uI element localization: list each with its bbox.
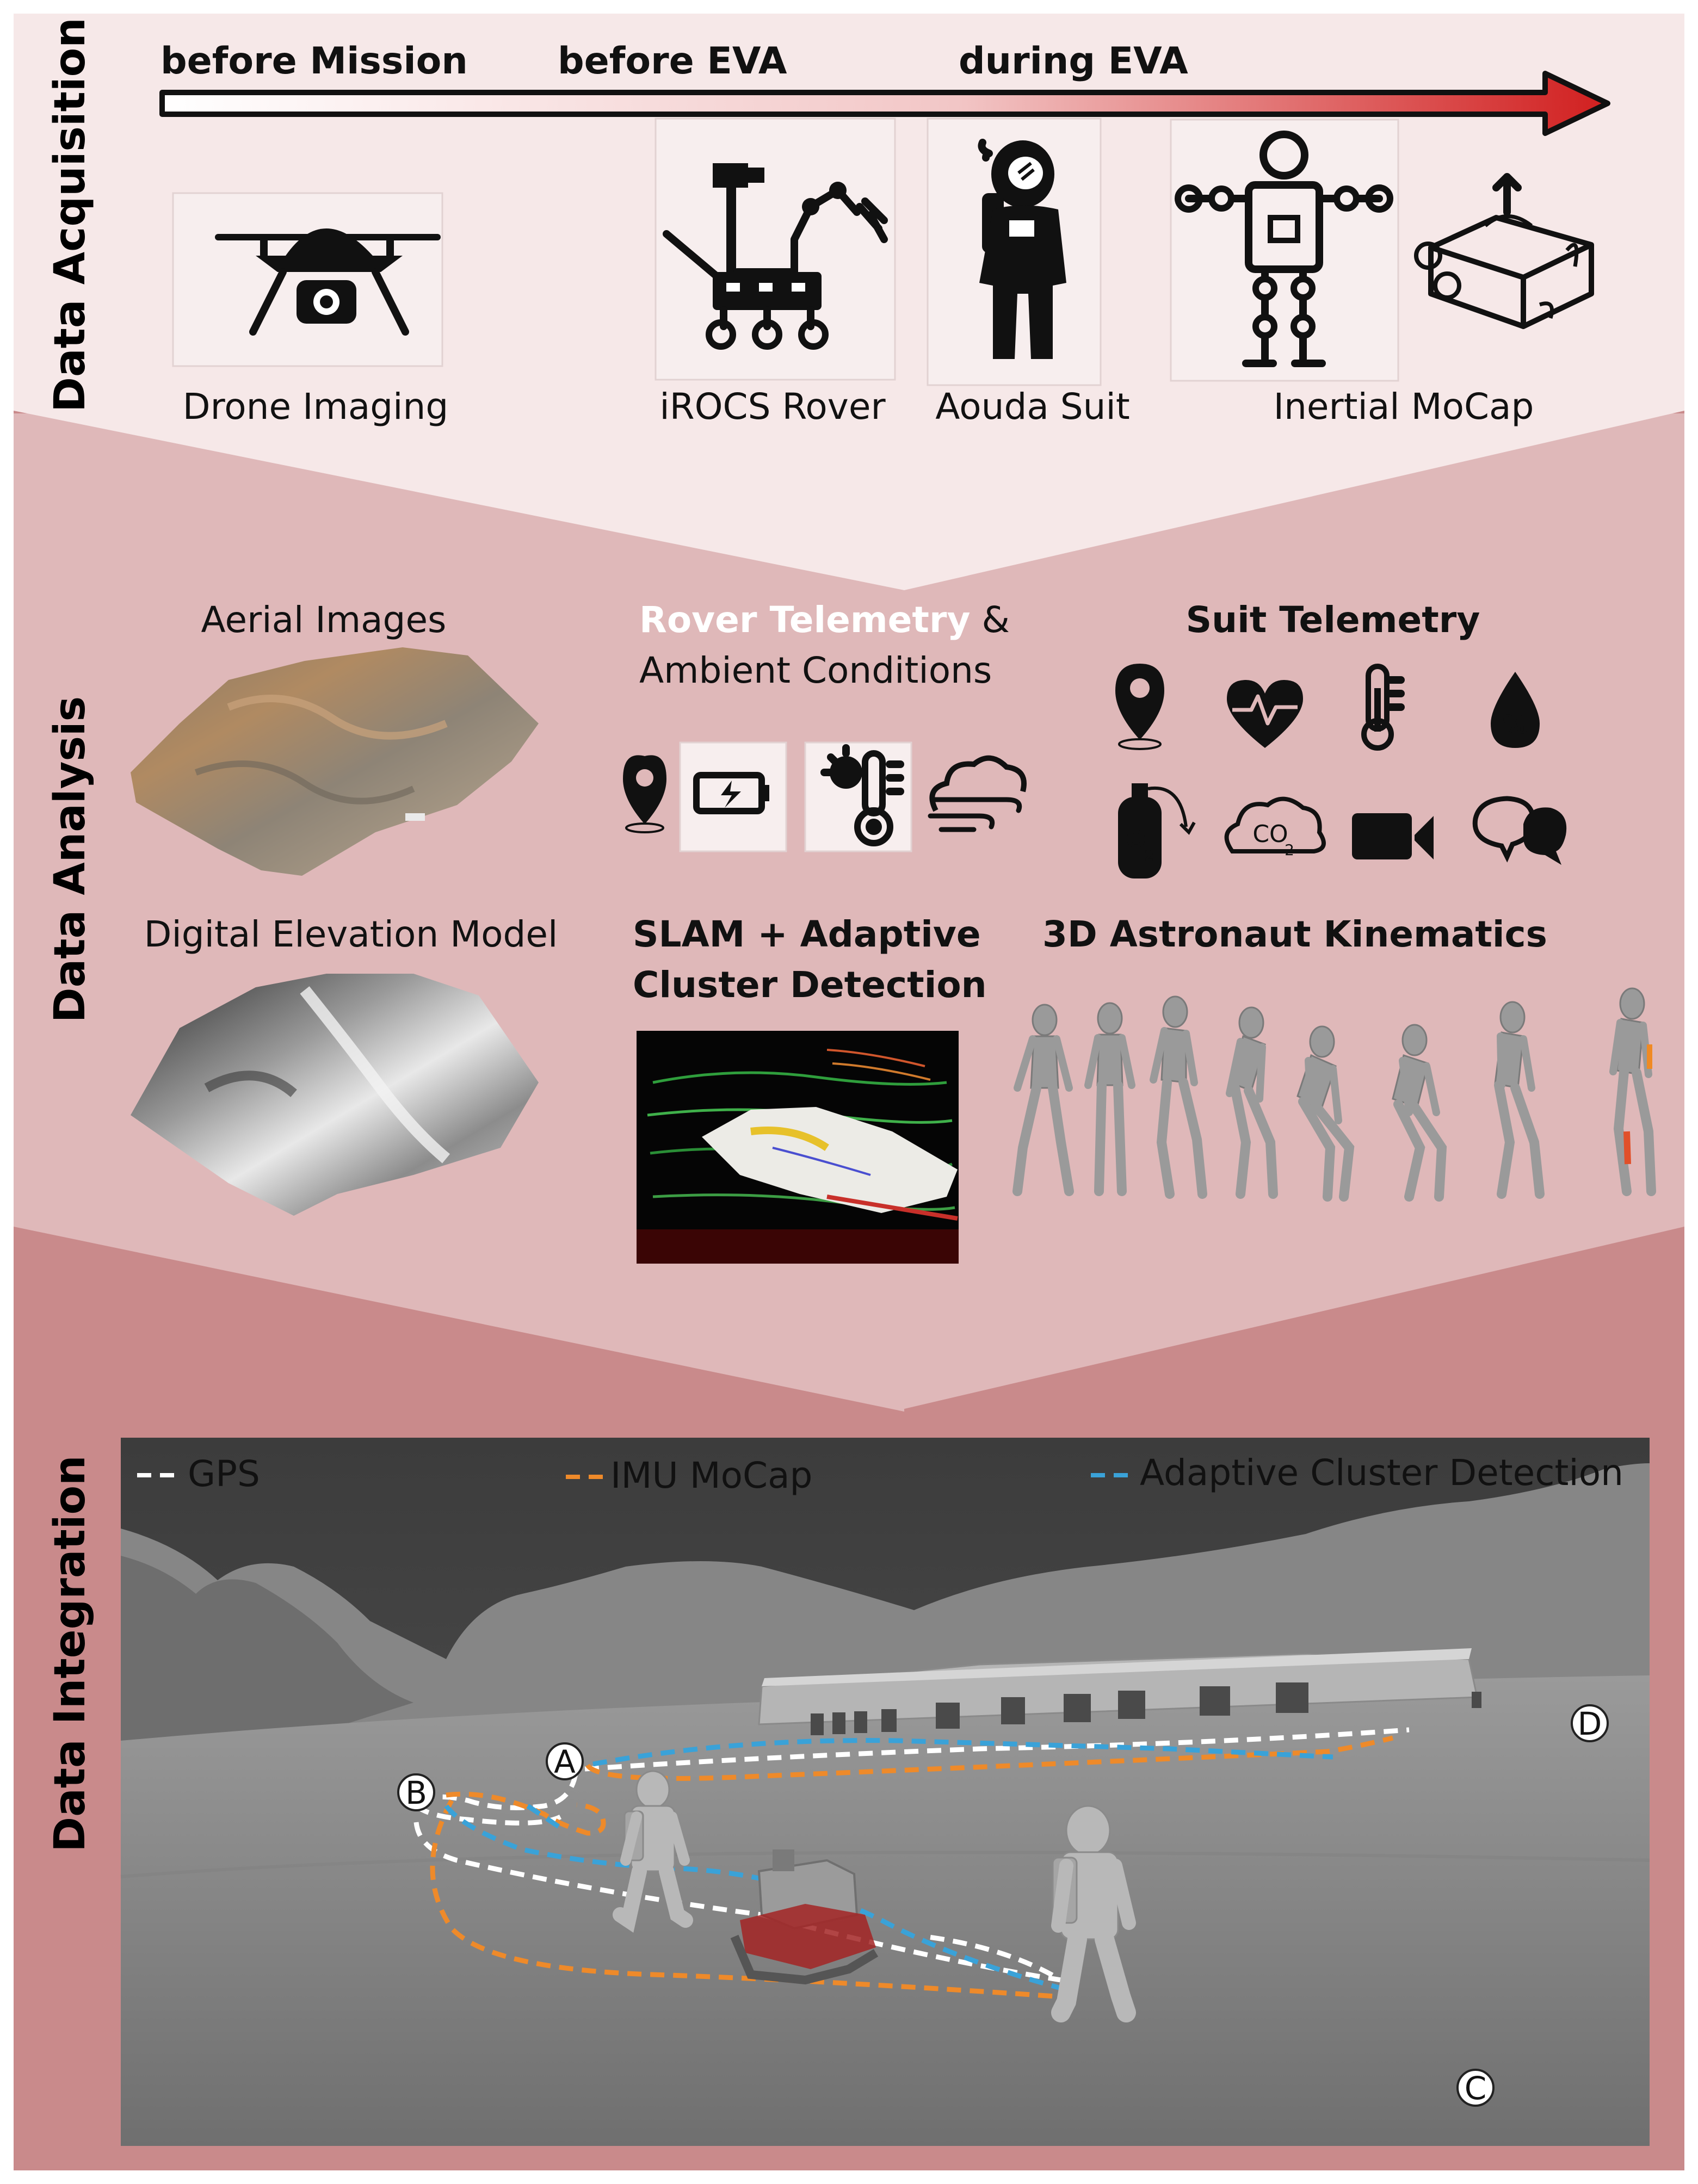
temperature-sun-icon <box>820 744 904 846</box>
oxygen-letter: O <box>1126 826 1146 853</box>
oxygen-tank-icon: O 2 <box>1118 783 1196 878</box>
rover-icon <box>663 163 888 350</box>
timeline-arrow <box>159 71 1610 136</box>
heart-rate-icon <box>1227 680 1303 748</box>
rover-telemetry-title: Rover Telemetry & <box>639 599 1010 641</box>
drone-icon <box>215 228 441 336</box>
point-label-c: C <box>1465 2070 1487 2107</box>
oxygen-subscript: 2 <box>1144 848 1154 864</box>
kinematic-figure <box>1296 1025 1355 1202</box>
point-marker-b: B <box>397 1773 435 1811</box>
slam-point-cloud <box>637 1031 959 1264</box>
suit-card <box>927 117 1102 386</box>
aerial-images-title: Aerial Images <box>201 599 447 641</box>
kinematic-figure <box>1150 995 1207 1199</box>
kinematics-figures <box>1012 987 1656 1202</box>
rover-label: iROCS Rover <box>659 386 886 428</box>
suit-label: Aouda Suit <box>935 386 1129 428</box>
humidity-drop-icon: % <box>1491 672 1540 748</box>
astronaut-suit-icon <box>978 139 1066 359</box>
wind-cloud-icon <box>928 755 1027 832</box>
co2-letters: CO <box>1252 820 1288 848</box>
legend-acd: Adaptive Cluster Detection <box>1140 1452 1623 1494</box>
section-label-integration: Data Integration <box>46 1455 95 1852</box>
suit-telemetry-title: Suit Telemetry <box>1186 599 1480 641</box>
chat-bubbles-icon <box>1472 796 1567 865</box>
location-pin-icon <box>1115 664 1164 750</box>
point-label-a: A <box>554 1743 576 1780</box>
location-pin-icon <box>623 755 666 833</box>
point-marker-a: A <box>546 1742 584 1780</box>
point-marker-c: C <box>1456 2069 1495 2107</box>
kinematics-title: 3D Astronaut Kinematics <box>1042 913 1547 955</box>
timeline-before-mission: before Mission <box>160 40 468 83</box>
mocap-body-icon <box>1175 131 1393 367</box>
section-label-analysis: Data Analysis <box>46 696 95 1023</box>
slam-title-line2: Cluster Detection <box>633 964 987 1006</box>
imu-sensor-icon <box>1414 173 1594 329</box>
drone-card <box>172 192 443 367</box>
legend-gps: GPS <box>188 1453 260 1495</box>
kinematic-figure <box>1084 1002 1135 1196</box>
point-label-b: B <box>405 1774 427 1811</box>
legend: GPS IMU MoCap Adaptive Cluster Detection <box>137 1452 1623 1496</box>
kinematic-figure <box>1392 1024 1447 1202</box>
battery-icon <box>693 772 769 814</box>
astronaut-figure <box>613 1770 693 1933</box>
section-label-acquisition: Data Acquisition <box>46 17 95 412</box>
gps-path <box>413 1727 1410 1983</box>
rover-telemetry-title-main: Rover Telemetry <box>639 599 971 641</box>
point-marker-d: D <box>1571 1704 1609 1742</box>
mocap-card <box>1170 119 1594 382</box>
habitat-building <box>758 1648 1481 1735</box>
rover-model <box>730 1849 879 1985</box>
video-camera-icon <box>1352 813 1434 859</box>
slam-title-line1: SLAM + Adaptive <box>633 913 981 955</box>
acd-path <box>444 1738 1333 1991</box>
co2-subscript: 2 <box>1285 841 1294 859</box>
humidity-percent: % <box>1503 710 1528 739</box>
timeline-during-eva: during EVA <box>959 40 1188 83</box>
mocap-label: Inertial MoCap <box>1274 386 1534 428</box>
integration-scene: A B C D GPS IMU MoCap Adaptive Cluster D… <box>120 1438 1650 2146</box>
legend-imu: IMU MoCap <box>610 1455 812 1496</box>
kinematic-figure <box>1226 1006 1278 1199</box>
kinematic-figure <box>1012 1004 1074 1196</box>
dem-title: Digital Elevation Model <box>144 913 558 955</box>
kinematic-figure <box>1494 1001 1545 1199</box>
timeline-before-eva: before EVA <box>558 40 787 83</box>
ambient-conditions-title: Ambient Conditions <box>639 649 992 691</box>
kinematic-figure <box>1609 987 1656 1196</box>
rover-card <box>654 117 896 381</box>
astronaut-figure <box>1051 1805 1136 2022</box>
drone-label: Drone Imaging <box>183 386 448 428</box>
imu-path <box>430 1735 1394 1999</box>
thermometer-icon <box>1361 664 1405 751</box>
rover-telemetry-title-amp: & <box>971 599 1010 641</box>
co2-cloud-icon: CO 2 <box>1224 796 1326 859</box>
point-label-d: D <box>1578 1705 1602 1742</box>
